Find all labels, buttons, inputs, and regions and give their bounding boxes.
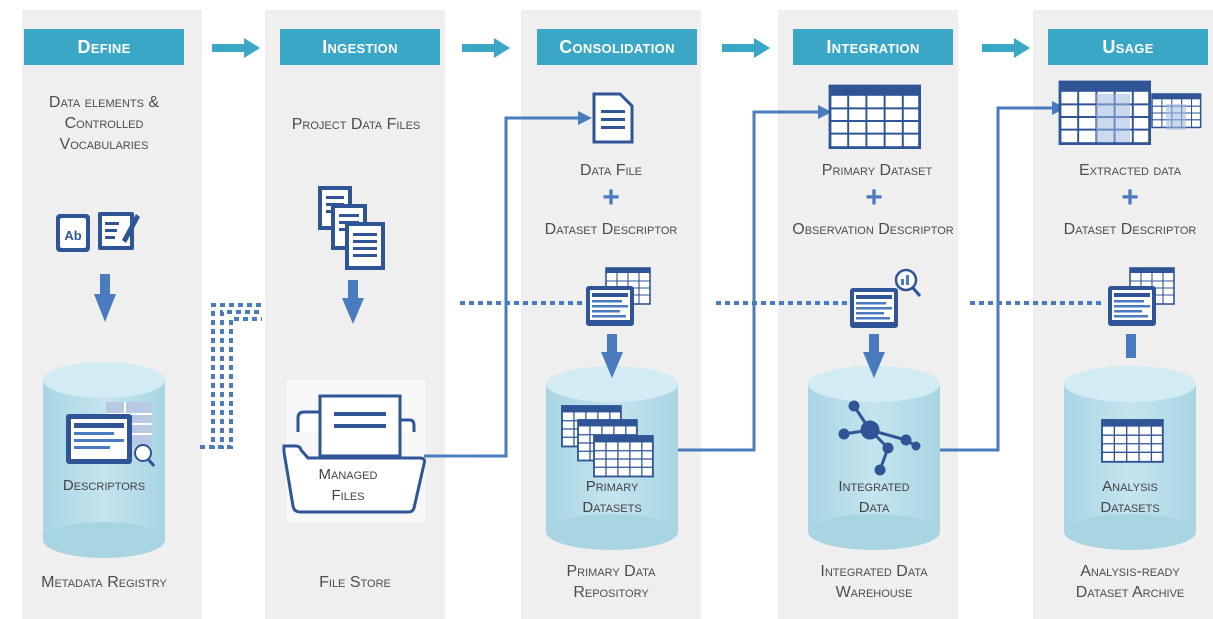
header-integration: Integration xyxy=(793,29,953,65)
header-consolidation: Consolidation xyxy=(537,29,697,65)
network-graph-icon xyxy=(838,400,921,476)
solid-connectors xyxy=(424,106,1054,458)
data-file-icon xyxy=(592,92,634,144)
header-ingestion: Ingestion xyxy=(280,29,440,65)
extracted-data-label: Extracted data xyxy=(1078,162,1182,179)
ab-notebook-icon: Ab xyxy=(56,214,90,252)
file-store-label: File Store xyxy=(319,574,391,591)
connector-bar-usage xyxy=(1126,334,1136,358)
folder-icon xyxy=(282,394,426,514)
descriptors-label: Descriptors xyxy=(62,477,146,494)
cylinder-integration xyxy=(808,366,940,550)
primary-datasets-label: Primary Datasets xyxy=(582,478,642,516)
metadata-registry-label: Metadata Registry xyxy=(41,574,167,591)
descriptors-icon xyxy=(66,402,156,467)
header-usage: Usage xyxy=(1048,29,1208,65)
analysis-datasets-icon xyxy=(1101,419,1164,463)
arrow-down-integration xyxy=(863,334,885,378)
arrow-down-ingestion xyxy=(342,280,364,324)
plus-icon-consolidation: + xyxy=(602,181,620,214)
define-top-label: Data elements & Controlled Vocabularies xyxy=(48,94,160,153)
svg-text:Ab: Ab xyxy=(64,228,81,243)
managed-files-label: Managed Files xyxy=(318,466,378,504)
tablet-icon-consolidation xyxy=(586,286,634,326)
plus-icon-integration: + xyxy=(865,181,883,214)
dotted-connectors xyxy=(200,301,1104,449)
integrated-data-warehouse-label: Integrated Data Warehouse xyxy=(820,563,928,601)
integrated-data-label: Integrated Data xyxy=(838,478,910,516)
documents-stack-icon xyxy=(318,186,385,270)
primary-dataset-table-icon xyxy=(828,84,921,150)
dataset-archive-label: Analysis-ready Dataset Archive xyxy=(1075,563,1185,601)
header-define: Define xyxy=(24,29,184,65)
tablet-magnifier-icon xyxy=(850,268,922,328)
dataset-descriptor-label-consolidation: Dataset Descriptor xyxy=(544,221,678,238)
connector-arrowheads xyxy=(578,101,1066,125)
arrow-down-define xyxy=(94,274,116,322)
form-edit-icon xyxy=(98,212,140,250)
extracted-data-icon xyxy=(1058,80,1202,146)
header-arrows xyxy=(212,38,1030,58)
observation-descriptor-label: Observation Descriptor xyxy=(792,221,954,238)
primary-data-repository-label: Primary Data Repository xyxy=(566,563,656,601)
arrow-down-consolidation xyxy=(601,334,623,378)
analysis-datasets-label: Analysis Datasets xyxy=(1100,478,1160,516)
dataset-descriptor-label-usage: Dataset Descriptor xyxy=(1063,221,1197,238)
data-file-label: Data File xyxy=(579,162,643,179)
tablet-icon-usage xyxy=(1108,286,1156,326)
ingestion-top-label: Project Data Files xyxy=(291,116,421,133)
plus-icon-usage: + xyxy=(1121,181,1139,214)
primary-dataset-label: Primary Dataset xyxy=(821,162,933,179)
